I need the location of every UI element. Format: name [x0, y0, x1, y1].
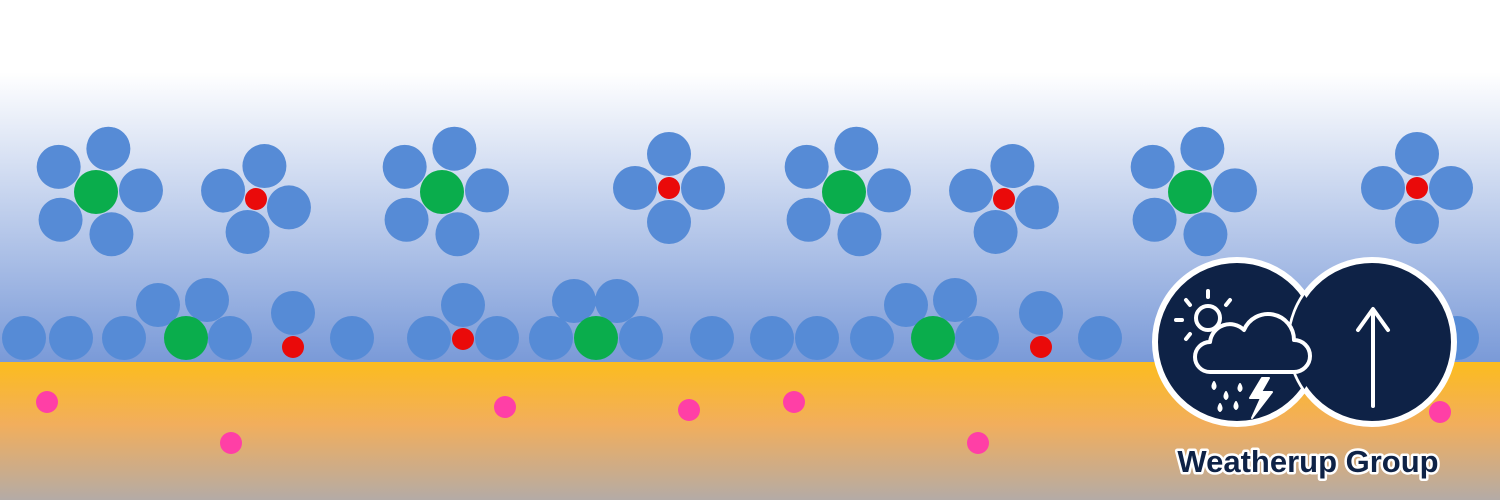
- solvent-molecule: [619, 316, 663, 360]
- solvent-molecule: [266, 185, 311, 230]
- solvent-molecule: [225, 209, 270, 254]
- solvent-molecule: [1429, 166, 1473, 210]
- solvent-molecule: [1395, 132, 1439, 176]
- solvent-molecule: [102, 316, 146, 360]
- solvent-molecule: [973, 209, 1018, 254]
- solvent-molecule: [795, 316, 839, 360]
- solvent-molecule: [681, 166, 725, 210]
- solvent-molecule: [201, 168, 246, 213]
- solvent-molecule: [49, 316, 93, 360]
- solvent-molecule: [384, 197, 429, 242]
- solvent-molecule: [990, 144, 1035, 189]
- solvent-molecule: [1132, 197, 1177, 242]
- solvent-molecule: [330, 316, 374, 360]
- solvent-molecule: [850, 316, 894, 360]
- solvent-molecule: [1212, 168, 1257, 213]
- solvent-molecule: [866, 168, 911, 213]
- solvent-molecule: [1180, 126, 1225, 171]
- solvent-molecule: [690, 316, 734, 360]
- solvent-molecule: [242, 144, 287, 189]
- large-ion: [1168, 170, 1212, 214]
- weather-storm-icon: [1174, 289, 1312, 419]
- solvent-molecule: [552, 279, 596, 323]
- logo: Weatherup Group: [1152, 257, 1457, 482]
- solvent-molecule: [1395, 200, 1439, 244]
- solvent-molecule: [185, 278, 229, 322]
- solvent-molecule: [441, 283, 485, 327]
- adsorbed-small-ion: [452, 328, 474, 350]
- solvent-molecule: [89, 212, 134, 257]
- adsorbed-large-ion: [164, 316, 208, 360]
- solvent-molecule: [2, 316, 46, 360]
- solvent-molecule: [884, 283, 928, 327]
- substrate-particle: [220, 432, 242, 454]
- solvent-molecule: [208, 316, 252, 360]
- solvent-molecule: [595, 279, 639, 323]
- solvent-molecule: [1014, 185, 1059, 230]
- substrate-particle: [494, 396, 516, 418]
- solvent-molecule: [36, 144, 81, 189]
- logo-name: Weatherup Group: [1177, 444, 1438, 479]
- substrate-particle: [967, 432, 989, 454]
- small-ion: [993, 188, 1015, 210]
- solvent-molecule: [647, 200, 691, 244]
- solvent-molecule: [949, 168, 994, 213]
- solvent-molecule: [435, 212, 480, 257]
- solvent-molecule: [475, 316, 519, 360]
- adsorbed-small-ion: [1030, 336, 1052, 358]
- substrate-particle: [1429, 401, 1451, 423]
- solvent-molecule: [118, 168, 163, 213]
- solvent-molecule: [613, 166, 657, 210]
- solvent-molecule: [750, 316, 794, 360]
- solvent-molecule: [1130, 144, 1175, 189]
- substrate-particle: [783, 391, 805, 413]
- solvent-molecule: [136, 283, 180, 327]
- solvent-molecule: [38, 197, 83, 242]
- solvent-molecule: [86, 126, 131, 171]
- small-ion: [658, 177, 680, 199]
- large-ion: [420, 170, 464, 214]
- large-ion: [74, 170, 118, 214]
- adsorbed-large-ion: [574, 316, 618, 360]
- arrow-up-icon: [1356, 307, 1390, 408]
- solvent-molecule: [271, 291, 315, 335]
- solvent-molecule: [382, 144, 427, 189]
- solvent-molecule: [464, 168, 509, 213]
- solvent-molecule: [1078, 316, 1122, 360]
- solvent-molecule: [786, 197, 831, 242]
- adsorbed-small-ion: [282, 336, 304, 358]
- solvent-molecule: [1019, 291, 1063, 335]
- solvent-molecule: [1183, 212, 1228, 257]
- solvent-molecule: [784, 144, 829, 189]
- solvent-molecule: [432, 126, 477, 171]
- solvent-molecule: [837, 212, 882, 257]
- solvent-molecule: [834, 126, 879, 171]
- solvent-molecule: [1361, 166, 1405, 210]
- large-ion: [822, 170, 866, 214]
- substrate-particle: [36, 391, 58, 413]
- small-ion: [1406, 177, 1428, 199]
- solvent-molecule: [933, 278, 977, 322]
- adsorbed-large-ion: [911, 316, 955, 360]
- solvent-molecule: [647, 132, 691, 176]
- solvent-molecule: [529, 316, 573, 360]
- substrate-particle: [678, 399, 700, 421]
- small-ion: [245, 188, 267, 210]
- solvent-molecule: [407, 316, 451, 360]
- solvent-molecule: [955, 316, 999, 360]
